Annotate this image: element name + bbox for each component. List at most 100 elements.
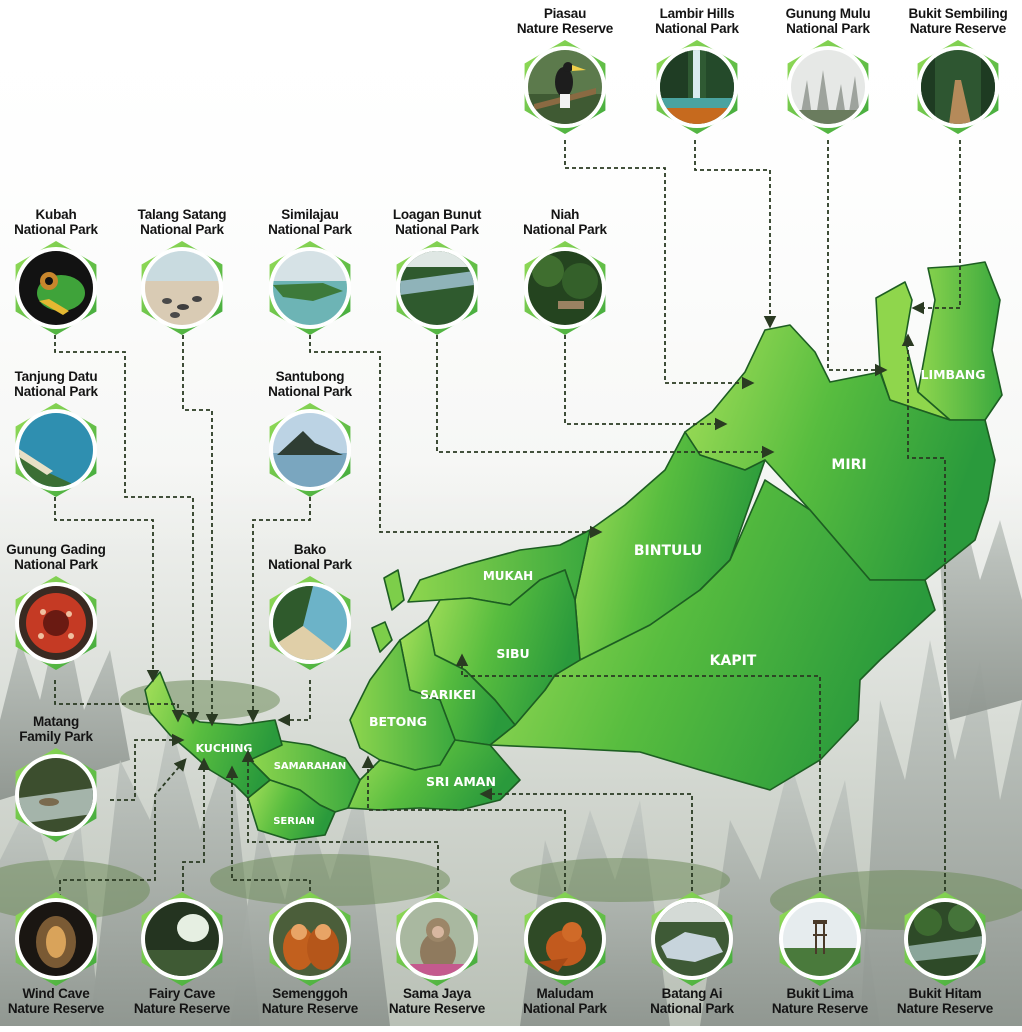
park-badge-hexagon[interactable] xyxy=(645,892,739,986)
park-badge-hexagon[interactable] xyxy=(518,892,612,986)
park-badge-hexagon[interactable] xyxy=(650,40,744,134)
connector-semenggoh xyxy=(225,765,311,898)
label-samarahan: SAMARAHAN xyxy=(274,761,347,772)
connector-matang xyxy=(110,733,185,801)
park-badge-hexagon[interactable] xyxy=(911,40,1005,134)
region-kapit[interactable] xyxy=(489,479,936,791)
forest-photo-icon xyxy=(528,251,602,325)
park-badge-hexagon[interactable] xyxy=(135,241,229,335)
label-kuching: KUCHING xyxy=(196,742,253,755)
mountain-photo-icon xyxy=(273,413,347,487)
park-badge-hexagon[interactable] xyxy=(898,892,992,986)
region-serian[interactable] xyxy=(247,779,336,841)
connector-bukit-hitam xyxy=(901,333,946,898)
label-sarikei: SARIKEI xyxy=(420,687,476,702)
park-badge-hexagon[interactable] xyxy=(773,892,867,986)
reservoir-photo-icon xyxy=(655,902,729,976)
monkey-photo-icon xyxy=(400,902,474,976)
connector-gunung-gading xyxy=(54,680,185,723)
orangutan-photo-icon xyxy=(273,902,347,976)
bay-photo-icon xyxy=(19,413,93,487)
connector-bako xyxy=(277,680,311,727)
connector-batang-ai xyxy=(479,787,693,898)
park-badge-hexagon[interactable] xyxy=(518,40,612,134)
rafflesia-photo-icon xyxy=(19,586,93,660)
connector-niah xyxy=(564,335,728,431)
connector-piasau xyxy=(564,140,755,390)
connector-kubah xyxy=(54,335,200,725)
region-kuching[interactable] xyxy=(144,671,283,799)
park-badge-hexagon[interactable] xyxy=(135,892,229,986)
frog-photo-icon xyxy=(19,251,93,325)
label-mukah: MUKAH xyxy=(483,569,533,583)
park-badge-hexagon[interactable] xyxy=(9,892,103,986)
connector-loagan-bunut xyxy=(436,335,775,459)
label-bintulu: BINTULU xyxy=(634,543,702,559)
park-badge-hexagon[interactable] xyxy=(9,576,103,670)
coast-photo-icon xyxy=(273,251,347,325)
park-badge-hexagon[interactable] xyxy=(263,576,357,670)
hornbill-photo-icon xyxy=(528,50,602,124)
cave-photo-icon xyxy=(19,902,93,976)
park-badge-hexagon[interactable] xyxy=(263,892,357,986)
pinnacles-photo-icon xyxy=(791,50,865,124)
park-badge-hexagon[interactable] xyxy=(263,241,357,335)
park-badge-hexagon[interactable] xyxy=(518,241,612,335)
region-limbang[interactable] xyxy=(917,261,1003,421)
connector-gunung-mulu xyxy=(827,140,888,377)
park-badge-hexagon[interactable] xyxy=(781,40,875,134)
cave-light-photo-icon xyxy=(145,902,219,976)
park-badge-hexagon[interactable] xyxy=(9,241,103,335)
park-badge-hexagon[interactable] xyxy=(390,892,484,986)
park-badge-hexagon[interactable] xyxy=(263,403,357,497)
label-kapit: KAPIT xyxy=(710,653,757,669)
label-limbang: LIMBANG xyxy=(921,367,986,382)
park-badge-hexagon[interactable] xyxy=(9,748,103,842)
park-badge-hexagon[interactable] xyxy=(9,403,103,497)
connector-lambir-hills xyxy=(694,140,777,329)
park-badge-hexagon[interactable] xyxy=(390,241,484,335)
stream-photo-icon xyxy=(19,758,93,832)
tower-photo-icon xyxy=(783,902,857,976)
connector-fairy-cave xyxy=(182,757,211,898)
coastal-island-2 xyxy=(383,569,405,611)
label-sri-aman: SRI AMAN xyxy=(426,774,496,789)
red-langur-photo-icon xyxy=(528,902,602,976)
label-miri: MIRI xyxy=(831,457,866,473)
boardwalk-photo-icon xyxy=(921,50,995,124)
